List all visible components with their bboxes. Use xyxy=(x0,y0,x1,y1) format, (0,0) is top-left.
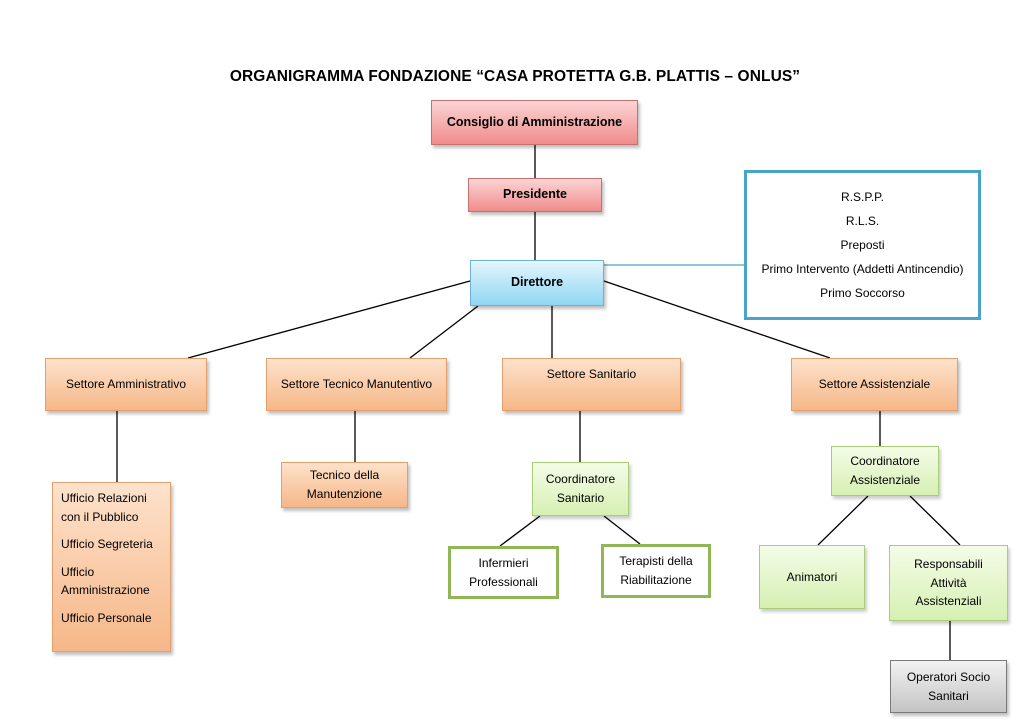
node-settore-tecnico-label: Settore Tecnico Manutentivo xyxy=(280,377,433,392)
node-coordinatore-sanitario-label: Coordinatore Sanitario xyxy=(545,472,616,505)
node-coordinatore-sanitario: Coordinatore Sanitario xyxy=(532,462,629,516)
node-responsabili-label: Responsabili Attività Assistenziali xyxy=(914,557,983,609)
ufficio-item: Ufficio Personale xyxy=(61,610,152,625)
ufficio-item: Ufficio Amministrazione xyxy=(61,564,150,598)
safety-role: Preposti xyxy=(840,238,885,252)
safety-role: Primo Intervento (Addetti Antincendio) xyxy=(761,262,964,276)
node-presidente: Presidente xyxy=(468,178,602,212)
node-coordinatore-assistenziale: Coordinatore Assistenziale xyxy=(831,446,939,496)
ufficio-item: Ufficio Relazioni con il Pubblico xyxy=(61,491,147,524)
node-presidente-label: Presidente xyxy=(503,187,567,202)
node-operatori-label: Operatori Socio Sanitari xyxy=(906,669,991,703)
node-responsabili: Responsabili Attività Assistenziali xyxy=(889,545,1008,621)
node-animatori-label: Animatori xyxy=(786,569,838,584)
line-direttore-tecnico xyxy=(409,305,479,359)
node-direttore-label: Direttore xyxy=(510,275,564,290)
safety-role: R.S.P.P. xyxy=(841,190,884,204)
line-coord-ass-responsabili xyxy=(909,495,961,546)
node-terapisti-label: Terapisti della Riabilitazione xyxy=(619,554,693,587)
node-settore-assistenziale-label: Settore Assistenziale xyxy=(818,377,931,392)
safety-roles-box: R.S.P.P. R.L.S. Preposti Primo Intervent… xyxy=(744,170,981,320)
line-coord-ass-animatori xyxy=(817,495,869,546)
node-coordinatore-assistenziale-label: Coordinatore Assistenziale xyxy=(849,454,921,487)
line-direttore-assistenziale xyxy=(603,280,831,359)
node-consiglio: Consiglio di Amministrazione xyxy=(431,100,638,145)
node-settore-tecnico: Settore Tecnico Manutentivo xyxy=(266,358,447,411)
ufficio-item: Ufficio Segreteria xyxy=(61,537,153,552)
node-tecnico-manutenzione: Tecnico della Manutenzione xyxy=(281,462,408,508)
node-uffici: Ufficio Relazioni con il Pubblico Uffici… xyxy=(52,482,171,652)
safety-role: Primo Soccorso xyxy=(820,286,905,300)
line-direttore-amministrativo xyxy=(187,280,471,359)
node-terapisti: Terapisti della Riabilitazione xyxy=(601,544,711,598)
node-settore-sanitario: Settore Sanitario xyxy=(502,358,681,411)
node-settore-amministrativo: Settore Amministrativo xyxy=(45,358,207,411)
node-settore-sanitario-label: Settore Sanitario xyxy=(546,367,637,381)
node-settore-assistenziale: Settore Assistenziale xyxy=(791,358,958,411)
node-consiglio-label: Consiglio di Amministrazione xyxy=(446,114,623,129)
line-coord-san-infermieri xyxy=(499,515,541,547)
node-infermieri-label: Infermieri Professionali xyxy=(469,555,538,589)
line-coord-san-terapisti xyxy=(603,515,641,545)
node-infermieri: Infermieri Professionali xyxy=(448,546,559,599)
chart-title: ORGANIGRAMMA FONDAZIONE “CASA PROTETTA G… xyxy=(229,68,801,85)
node-tecnico-manutenzione-label: Tecnico della Manutenzione xyxy=(306,468,383,501)
node-direttore: Direttore xyxy=(470,260,604,306)
safety-role: R.L.S. xyxy=(845,214,880,228)
node-animatori: Animatori xyxy=(759,545,865,609)
node-operatori: Operatori Socio Sanitari xyxy=(890,660,1007,713)
node-settore-amministrativo-label: Settore Amministrativo xyxy=(65,377,187,392)
